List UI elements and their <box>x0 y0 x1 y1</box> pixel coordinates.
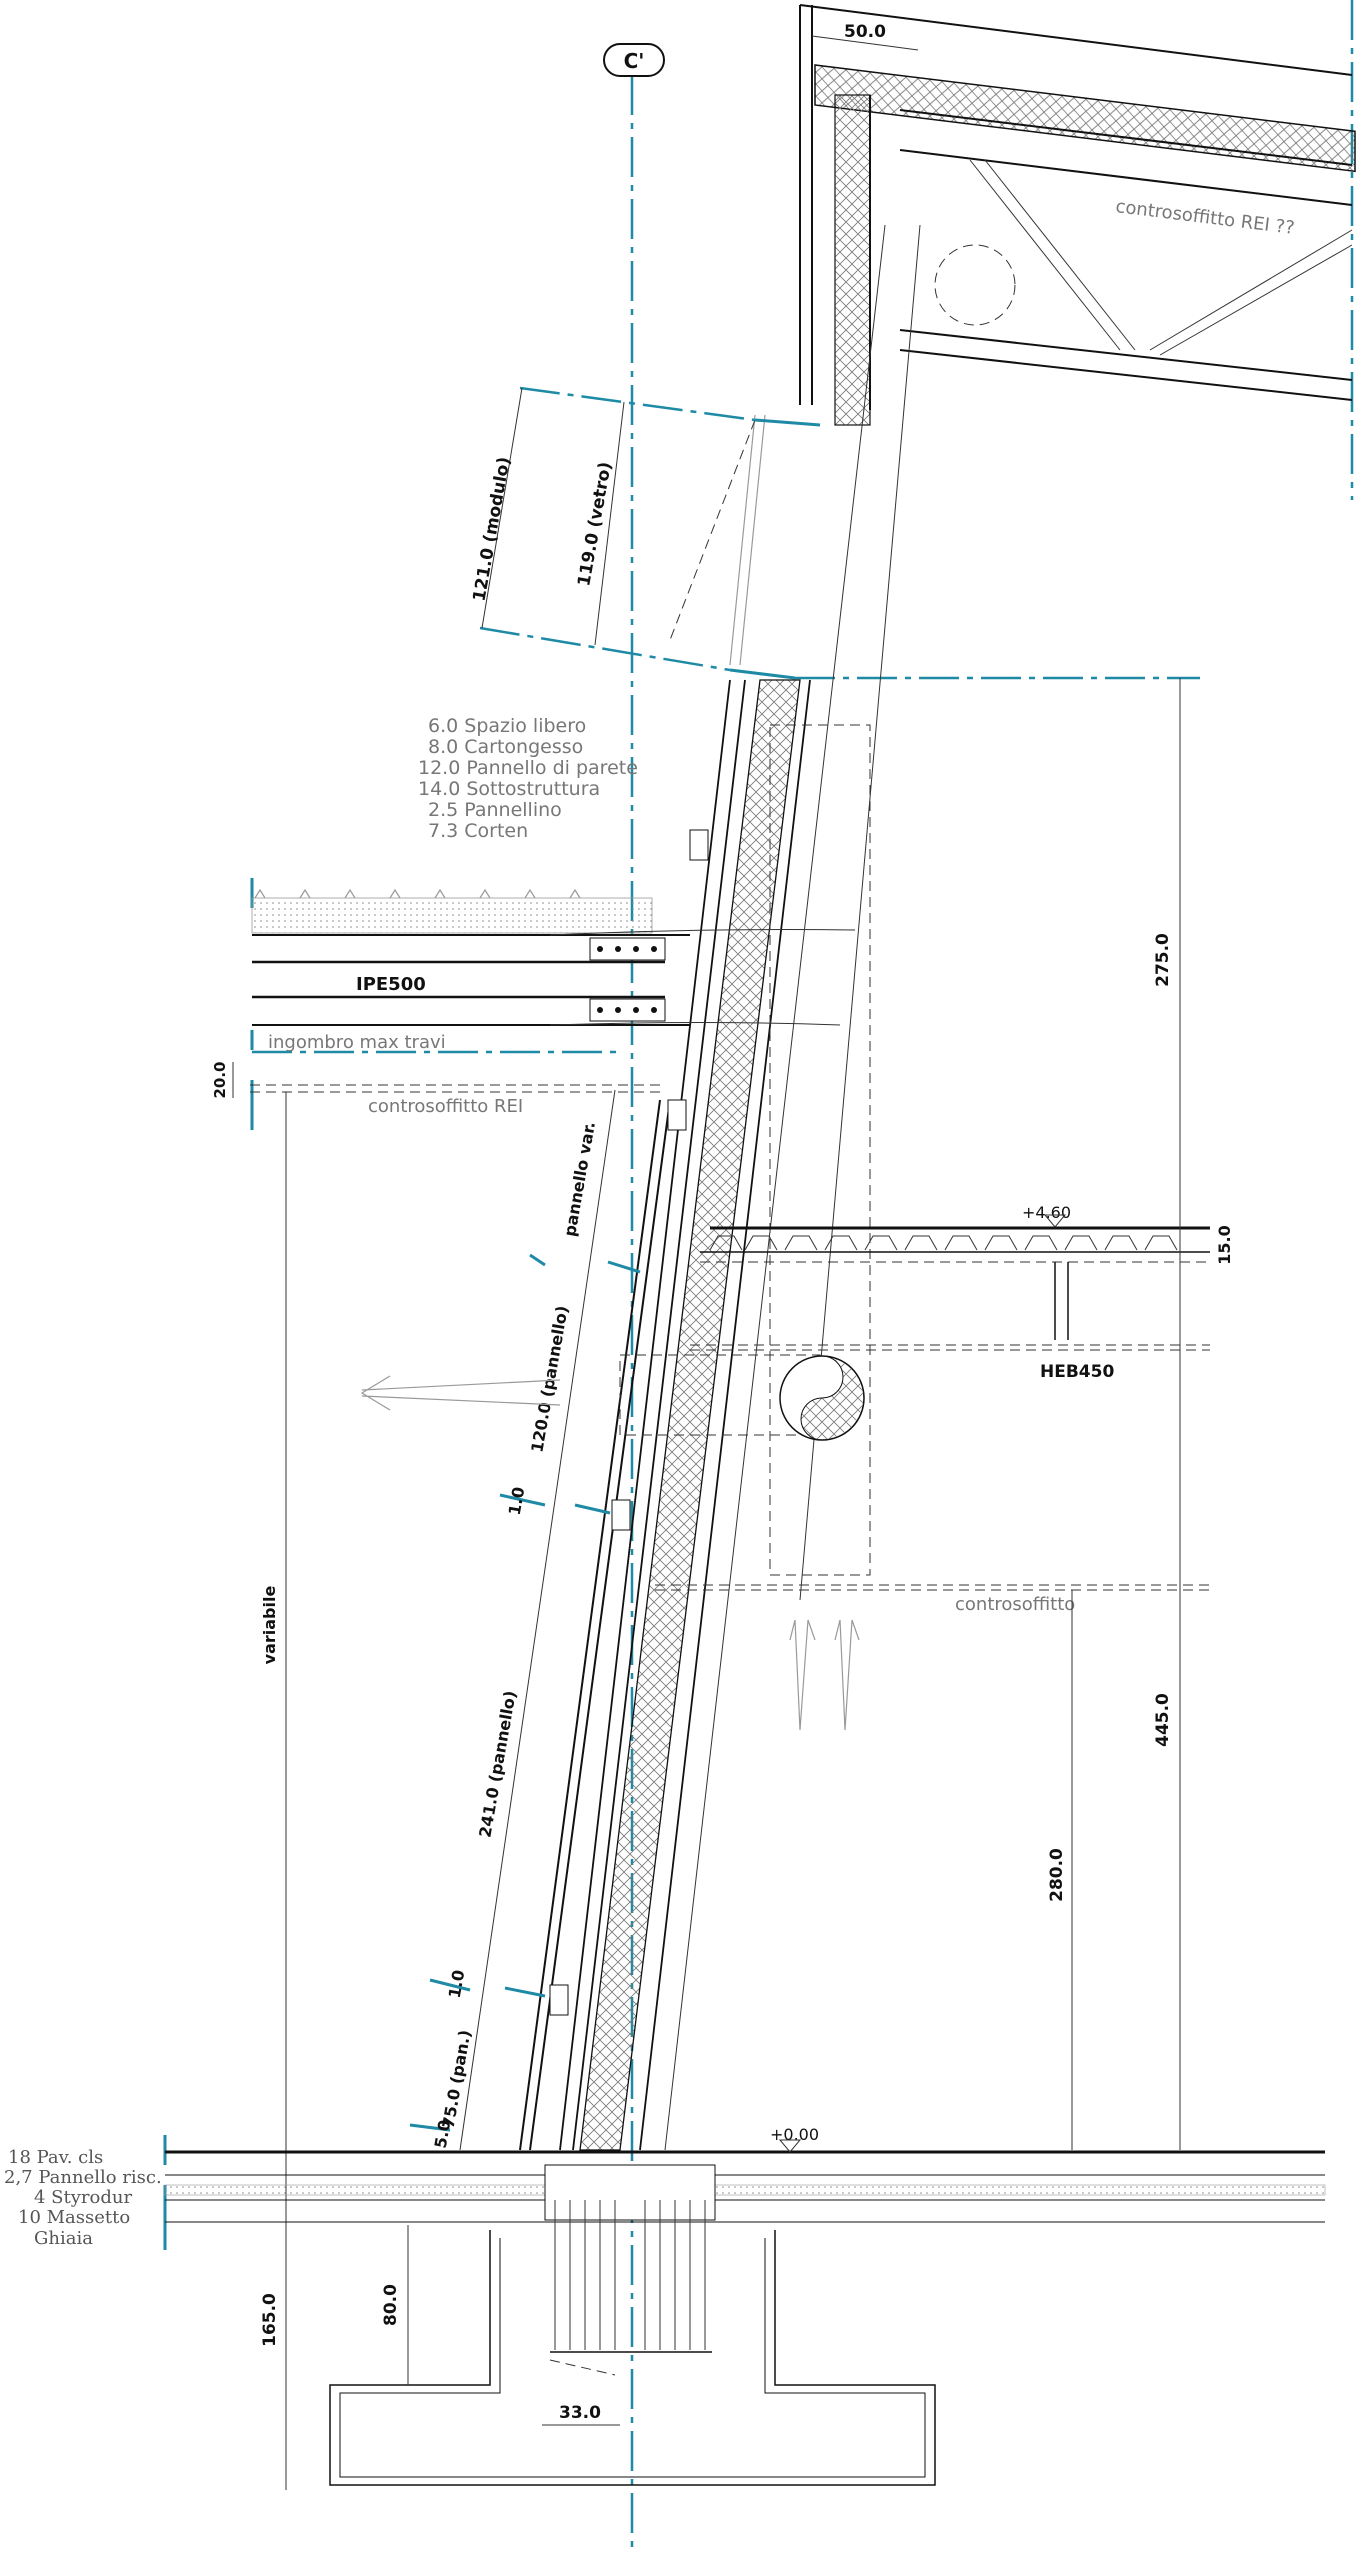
dim-280: 280.0 <box>1047 1848 1067 1902</box>
dim-33: 33.0 <box>559 2403 601 2423</box>
duct-section <box>360 1354 865 1731</box>
wall-blue-ticks <box>409 1253 641 2132</box>
label-level-460: +4.60 <box>1022 1203 1071 1222</box>
label-controsoffitto: controsoffitto <box>955 1594 1075 1615</box>
dim-5-0: 5.0 <box>431 2118 455 2149</box>
dim-20: 20.0 <box>211 1061 229 1098</box>
wall-layer-6: 7.3 Corten <box>428 820 528 842</box>
dim-50-text: 50.0 <box>844 22 886 42</box>
upper-slab-left: IPE500 ingombro max travi controsoffitto… <box>211 878 856 1130</box>
wall-layer-5: 2.5 Pannellino <box>428 799 562 821</box>
floor-layer-1: 18 Pav. cls <box>8 2147 103 2168</box>
floor-layer-4: 10 Massetto <box>18 2207 130 2228</box>
floor-layer-3: 4 Styrodur <box>34 2187 132 2208</box>
wall-layer-3: 12.0 Pannello di parete <box>418 757 638 779</box>
foundation: 80.0 33.0 <box>329 2164 936 2486</box>
dim-left-chain: variabile 165.0 <box>260 1092 287 2490</box>
dim-165: 165.0 <box>260 2293 280 2347</box>
dim-glazing: 121.0 (modulo) 119.0 (vetro) <box>470 386 756 672</box>
floor-layer-5: Ghiaia <box>34 2228 93 2249</box>
label-ingombro: ingombro max travi <box>268 1032 446 1053</box>
wall-layer-1: 6.0 Spazio libero <box>428 715 586 737</box>
top-glazing-module <box>669 5 871 680</box>
inclined-wall <box>519 224 921 2151</box>
axis-label-bubble <box>603 43 665 77</box>
wall-layers-list: 6.0 Spazio libero 8.0 Cartongesso 12.0 P… <box>418 715 638 842</box>
label-heb450: HEB450 <box>1040 1362 1114 1382</box>
roof-structure: controsoffitto REI ?? <box>799 4 1356 401</box>
dim-80: 80.0 <box>381 2284 401 2326</box>
dim-1-0-a: 1.0 <box>505 1485 529 1516</box>
dim-pan-75: 75.0 (pan.) <box>439 2028 475 2129</box>
floor-layers-list: 18 Pav. cls 2,7 Pannello risc. 4 Styrodu… <box>4 2147 162 2249</box>
dim-50: 50.0 <box>811 22 919 51</box>
wall-layer-2: 8.0 Cartongesso <box>428 736 583 758</box>
dim-pannello-241: 241.0 (pannello) <box>475 1689 520 1839</box>
dim-15: 15.0 <box>1215 1225 1234 1264</box>
wall-layer-4: 14.0 Sottostruttura <box>418 778 600 800</box>
lower-ceiling: controsoffitto <box>655 1584 1210 1615</box>
intermediate-slab: +4.60 HEB450 15.0 <box>690 1203 1234 1382</box>
label-ipe500: IPE500 <box>356 974 426 995</box>
label-level-000: +0.00 <box>770 2125 819 2144</box>
label-controsoffitto-rei-q: controsoffitto REI ?? <box>1114 196 1295 239</box>
dim-275: 275.0 <box>1153 933 1173 987</box>
dim-right-chain: 275.0 445.0 280.0 <box>1047 678 1181 2150</box>
floor-layer-2: 2,7 Pannello risc. <box>4 2167 162 2188</box>
axis-label: C' <box>624 49 645 73</box>
dim-445: 445.0 <box>1153 1693 1173 1747</box>
dim-modulo: 121.0 (modulo) <box>470 455 515 603</box>
dim-pannello-var: pannello var. <box>560 1120 599 1238</box>
dim-variabile: variabile <box>260 1586 279 1665</box>
label-controsoffitto-rei: controsoffitto REI <box>368 1096 523 1117</box>
ground-slab: +0.00 <box>163 2125 1326 2250</box>
dim-1-0-b: 1.0 <box>445 1968 469 1999</box>
